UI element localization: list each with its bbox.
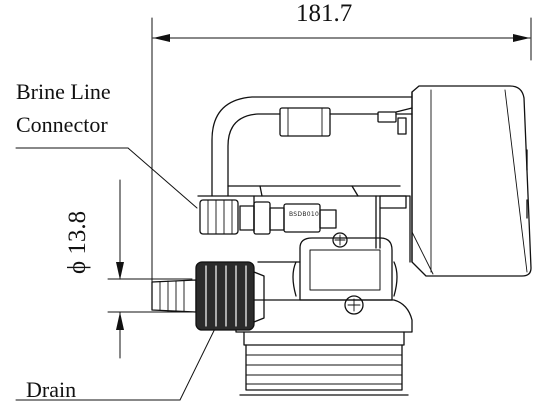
valve-base xyxy=(236,262,412,395)
drain-diameter-dimension xyxy=(108,180,192,358)
drain-fitting xyxy=(152,262,264,330)
tube-fitting xyxy=(280,108,330,136)
piston-cluster xyxy=(293,233,397,314)
overall-width-dimension xyxy=(152,18,531,288)
part-marking: BSDB010 xyxy=(289,211,320,218)
brine-tube xyxy=(212,97,412,196)
valve-body xyxy=(198,186,410,262)
drain-diameter-label: ϕ 13.8 xyxy=(64,210,91,274)
controller-housing xyxy=(396,86,531,276)
overall-width-label: 181.7 xyxy=(296,0,353,27)
connector-label: Connector xyxy=(16,112,108,137)
brine-connector xyxy=(200,200,336,234)
drain-label: Drain xyxy=(26,377,77,402)
brine-line-label: Brine Line xyxy=(16,79,111,104)
